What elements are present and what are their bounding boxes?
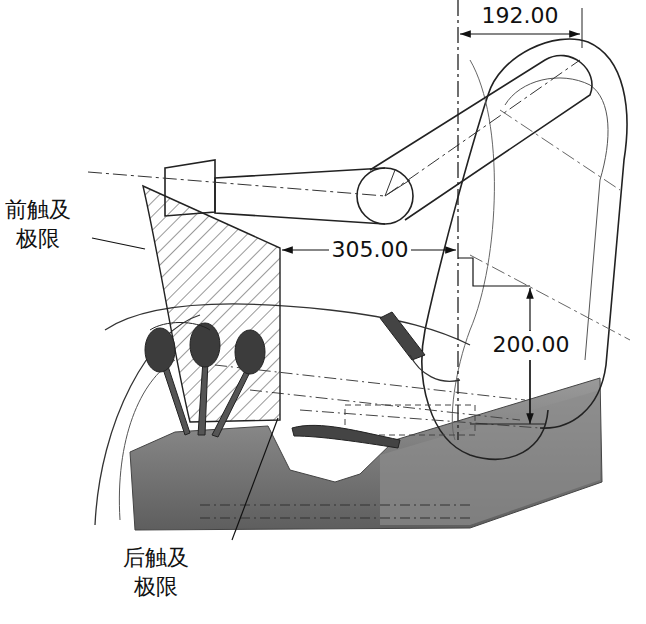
dimension-label: 200.00 xyxy=(490,331,573,360)
dimension-label: 192.00 xyxy=(482,2,559,31)
dimension-label: 305.00 xyxy=(329,236,412,265)
reach-limit-label: 后触及 极限 xyxy=(120,544,193,601)
reach-limit-label: 前触及 极限 xyxy=(2,196,75,253)
